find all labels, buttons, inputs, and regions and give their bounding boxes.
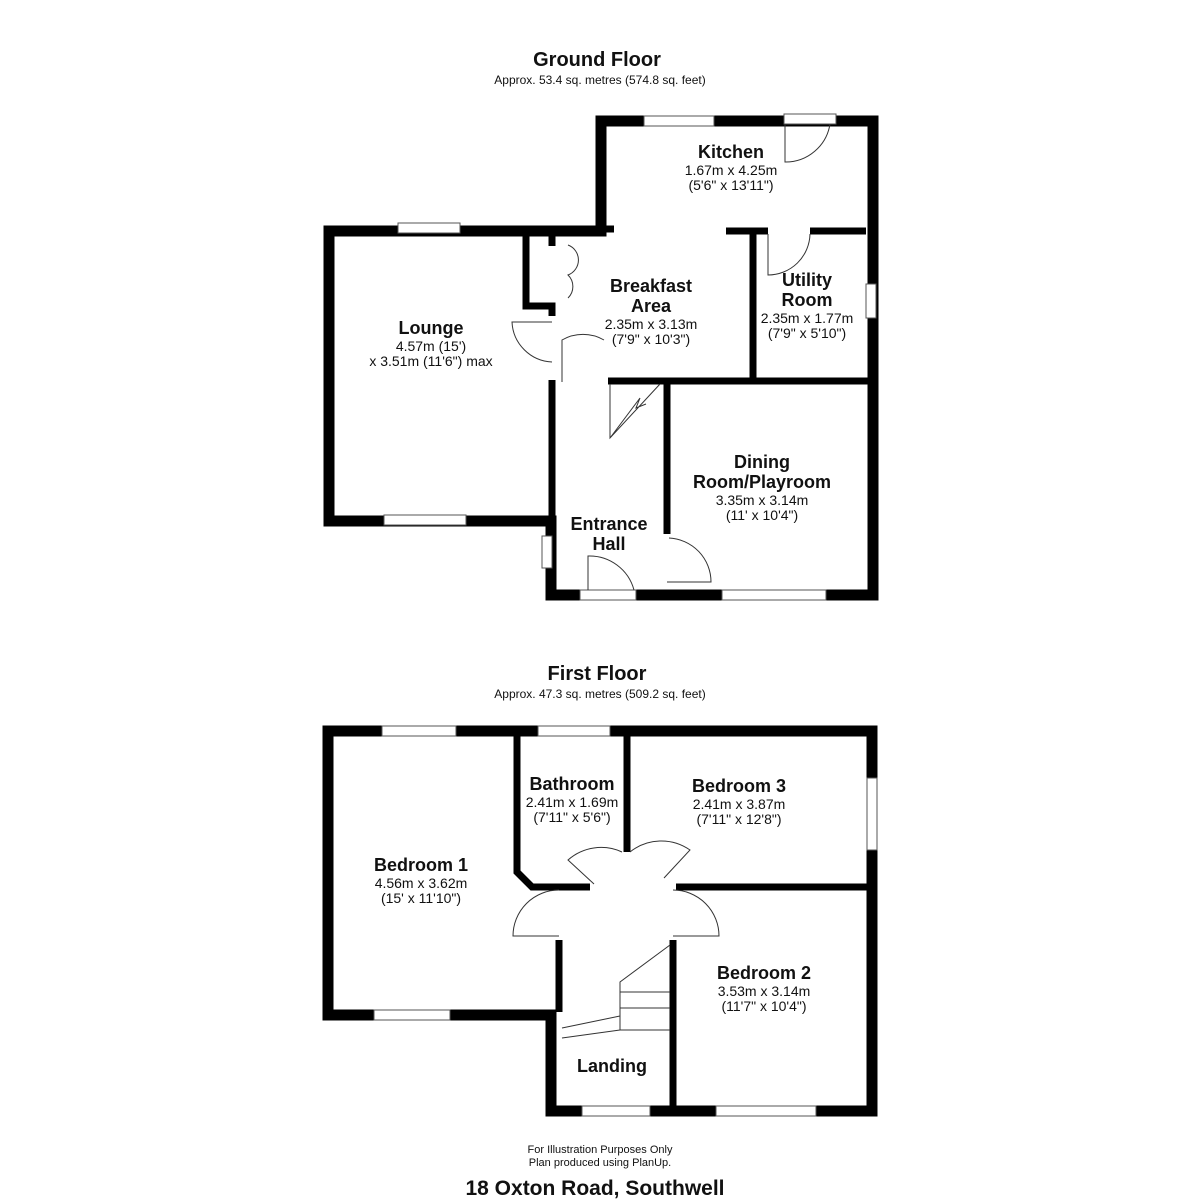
- bedroom-3-label: Bedroom 3 2.41m x 3.87m (7'11" x 12'8"): [692, 776, 786, 827]
- room-name: Entrance: [570, 514, 647, 534]
- ground-floor-title: Ground Floor: [533, 49, 661, 71]
- footer: For Illustration Purposes Only Plan prod…: [465, 1144, 724, 1200]
- room-dimensions: 2.35m x 1.77m: [761, 310, 854, 326]
- room-dimensions: 3.53m x 3.14m: [718, 983, 811, 999]
- room-name: Breakfast: [610, 276, 692, 296]
- room-dimensions-imperial: (11' x 10'4"): [726, 507, 798, 523]
- window: [581, 1105, 651, 1117]
- door-swing: [512, 889, 560, 937]
- bedroom-1-label: Bedroom 1 4.56m x 3.62m (15' x 11'10"): [374, 855, 468, 906]
- room-name: Bedroom 1: [374, 855, 468, 875]
- breakfast-area-label: Breakfast Area 2.35m x 3.13m (7'9" x 10'…: [605, 276, 698, 347]
- window: [383, 514, 467, 526]
- room-name: Area: [631, 296, 672, 316]
- room-dimensions: 4.57m (15'): [396, 338, 466, 354]
- room-name: Utility: [782, 270, 832, 290]
- door-swing: [629, 840, 691, 879]
- ground-floor-windows: [383, 113, 877, 601]
- window: [866, 777, 878, 851]
- plan-credit: Plan produced using PlanUp.: [529, 1157, 671, 1169]
- door-swing: [561, 333, 605, 382]
- entrance-hall-label: Entrance Hall: [570, 514, 647, 554]
- room-dimensions: 1.67m x 4.25m: [685, 162, 778, 178]
- room-name: Landing: [577, 1056, 647, 1076]
- bedroom-2-label: Bedroom 2 3.53m x 3.14m (11'7" x 10'4"): [717, 963, 811, 1014]
- cupboard-doors: [567, 244, 579, 299]
- room-name: Hall: [592, 534, 625, 554]
- room-name: Bedroom 3: [692, 776, 786, 796]
- room-name: Dining: [734, 452, 790, 472]
- first-floor: First Floor Approx. 47.3 sq. metres (509…: [322, 663, 878, 1117]
- room-dimensions: 2.41m x 3.87m: [693, 796, 786, 812]
- room-dimensions: 2.41m x 1.69m: [526, 794, 619, 810]
- back-door-frame: [783, 113, 837, 125]
- window: [397, 222, 461, 234]
- ground-floor: Ground Floor Approx. 53.4 sq. metres (57…: [323, 49, 879, 601]
- room-name: Kitchen: [698, 142, 764, 162]
- room-dimensions-imperial: (7'11" x 5'6"): [533, 809, 610, 825]
- lounge-label: Lounge 4.57m (15') x 3.51m (11'6") max: [369, 318, 492, 369]
- room-dimensions-imperial: (5'6" x 13'11"): [688, 177, 773, 193]
- utility-room-label: Utility Room 2.35m x 1.77m (7'9" x 5'10"…: [761, 270, 854, 341]
- room-dimensions-imperial: (7'9" x 10'3"): [612, 331, 690, 347]
- door-swing: [767, 233, 811, 276]
- room-dimensions-imperial: (11'7" x 10'4"): [721, 998, 806, 1014]
- room-name: Bedroom 2: [717, 963, 811, 983]
- window: [537, 725, 611, 737]
- door-swing: [587, 555, 635, 591]
- room-dimensions-imperial: x 3.51m (11'6") max: [369, 353, 492, 369]
- room-dimensions-imperial: (7'11" x 12'8"): [696, 811, 781, 827]
- window: [541, 535, 553, 569]
- room-dimensions-imperial: (7'9" x 5'10"): [768, 325, 846, 341]
- window: [865, 283, 877, 319]
- door-swing: [784, 123, 831, 163]
- room-dimensions: 2.35m x 3.13m: [605, 316, 698, 332]
- door-swing: [567, 846, 623, 885]
- door-swing: [672, 889, 720, 937]
- first-floor-walls: [322, 725, 878, 1117]
- room-dimensions-imperial: (15' x 11'10"): [381, 890, 461, 906]
- window: [381, 725, 457, 737]
- front-door-frame: [579, 589, 637, 601]
- landing-label: Landing: [577, 1056, 647, 1076]
- stairs: [561, 944, 671, 1039]
- window: [715, 1105, 817, 1117]
- room-name: Room: [782, 290, 833, 310]
- room-dimensions: 3.35m x 3.14m: [716, 492, 809, 508]
- dining-room-label: Dining Room/Playroom 3.35m x 3.14m (11' …: [693, 452, 831, 523]
- bathroom-label: Bathroom 2.41m x 1.69m (7'11" x 5'6"): [526, 774, 619, 825]
- door-swing: [511, 321, 553, 363]
- stairs: [609, 383, 661, 440]
- first-floor-title: First Floor: [548, 663, 647, 685]
- first-floor-windows: [373, 725, 878, 1117]
- disclaimer: For Illustration Purposes Only: [528, 1144, 673, 1156]
- room-name: Room/Playroom: [693, 472, 831, 492]
- property-address: 18 Oxton Road, Southwell: [465, 1177, 724, 1200]
- first-floor-doors: [512, 840, 720, 1039]
- room-name: Lounge: [399, 318, 464, 338]
- door-swing: [667, 537, 712, 583]
- kitchen-label: Kitchen 1.67m x 4.25m (5'6" x 13'11"): [685, 142, 778, 193]
- ground-floor-area: Approx. 53.4 sq. metres (574.8 sq. feet): [494, 73, 705, 87]
- room-name: Bathroom: [530, 774, 615, 794]
- ground-floor-doors: [511, 123, 831, 591]
- window: [643, 115, 715, 127]
- room-dimensions: 4.56m x 3.62m: [375, 875, 468, 891]
- first-floor-area: Approx. 47.3 sq. metres (509.2 sq. feet): [494, 687, 705, 701]
- window: [721, 589, 827, 601]
- window: [373, 1009, 451, 1021]
